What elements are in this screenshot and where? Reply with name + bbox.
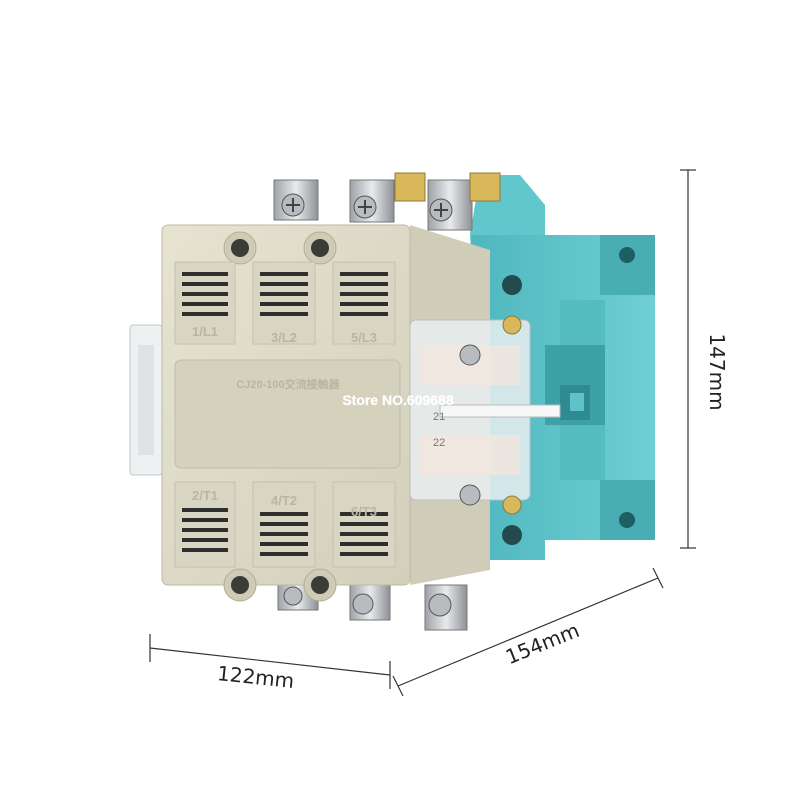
nameplate-band xyxy=(174,359,401,469)
terminal-label-bottom-3: 6/T3 xyxy=(351,504,377,519)
aux-label-2: 22 xyxy=(433,437,445,449)
width-dimension-label: 122mm xyxy=(216,661,295,693)
terminal-label-bottom-1: 2/T1 xyxy=(192,488,218,503)
bottom-terminals xyxy=(277,579,468,631)
height-dimension xyxy=(680,169,696,549)
aux-contact-block: 21 22 xyxy=(409,315,561,515)
model-label: CJ20-100交流接触器 xyxy=(236,377,340,391)
terminal-label-top-3: 5/L3 xyxy=(351,330,377,345)
height-dimension-label: 147mm xyxy=(705,333,729,410)
terminal-label-top-2: 3/L2 xyxy=(271,330,297,345)
width-dimension xyxy=(149,634,391,689)
top-terminals xyxy=(273,172,501,231)
housing-front: 1/L1 3/L2 5/L3 2/T1 4/T2 6/T3 CJ20-100交流… xyxy=(161,224,411,602)
left-clear-cover xyxy=(129,324,163,476)
store-watermark: Store NO.609688 xyxy=(342,392,453,408)
top-vent-panels xyxy=(174,261,396,345)
terminal-label-top-1: 1/L1 xyxy=(192,324,218,339)
depth-dimension xyxy=(392,567,664,697)
aux-label-1: 21 xyxy=(433,411,445,423)
terminal-label-bottom-2: 4/T2 xyxy=(271,493,297,508)
bottom-vent-panels xyxy=(174,481,396,568)
